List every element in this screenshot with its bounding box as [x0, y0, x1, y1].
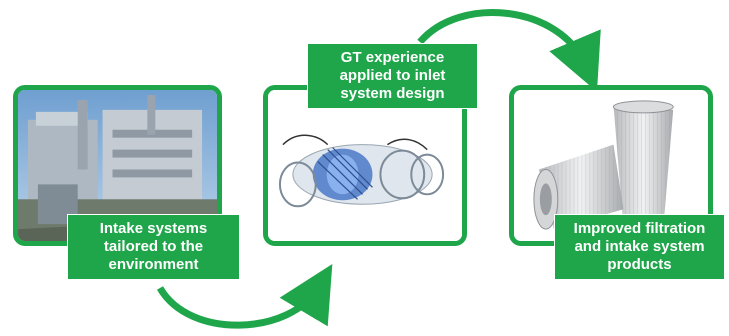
gas-turbine-image — [268, 90, 462, 241]
step-2-panel — [263, 85, 467, 246]
step-1-panel — [13, 85, 222, 246]
step-2-label: GT experience applied to inlet system de… — [307, 43, 478, 109]
step-1-label: Intake systems tailored to the environme… — [67, 214, 240, 280]
industrial-plant-image — [18, 90, 217, 241]
arrow-step1-to-step2 — [156, 263, 333, 329]
step-3-label: Improved filtration and intake system pr… — [554, 214, 725, 280]
